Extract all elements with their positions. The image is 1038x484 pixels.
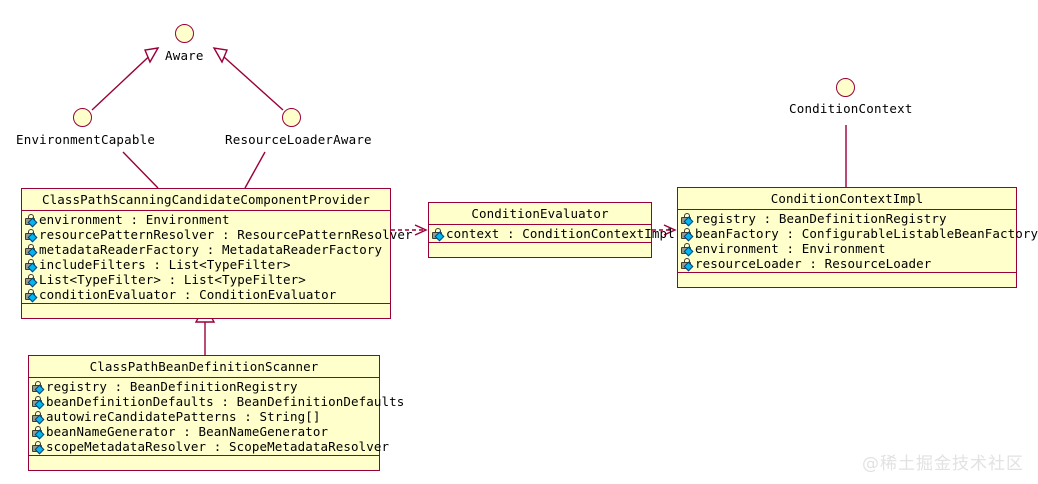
interface-ball-icon: [73, 108, 92, 127]
class-attribute: context : ConditionContextImpl: [429, 226, 675, 242]
interface-label-aware: Aware: [165, 48, 204, 63]
class-attribute: beanDefinitionDefaults : BeanDefinitionD…: [29, 394, 404, 410]
class-attribute: scopeMetadataResolver : ScopeMetadataRes…: [29, 439, 389, 455]
private-field-icon: [31, 395, 45, 410]
class-operations: [22, 304, 390, 318]
private-field-icon: [31, 440, 45, 455]
private-field-icon: [24, 213, 38, 228]
class-box-condition-evaluator[interactable]: ConditionEvaluator context : ConditionCo…: [428, 202, 675, 258]
private-field-icon: [680, 212, 694, 227]
private-field-icon: [31, 425, 45, 440]
private-field-icon: [24, 288, 38, 303]
class-attribute: environment : Environment: [22, 212, 390, 228]
class-title: ConditionEvaluator: [429, 203, 651, 225]
edge-provider-realizes-resource-loader-aware: [244, 151, 266, 189]
private-field-icon: [24, 258, 38, 273]
class-title: ClassPathScanningCandidateComponentProvi…: [22, 189, 390, 211]
class-attribute: beanFactory : ConfigurableListableBeanFa…: [678, 226, 1038, 242]
private-field-icon: [24, 228, 38, 243]
edge-resource-loader-aware-to-aware: [212, 47, 284, 111]
interface-resource-loader-aware[interactable]: ResourceLoaderAware: [225, 108, 372, 147]
class-attribute: resourceLoader : ResourceLoader: [678, 256, 1016, 272]
class-title: ClassPathBeanDefinitionScanner: [29, 356, 379, 378]
private-field-icon: [31, 380, 45, 395]
interface-label-condition-context: ConditionContext: [789, 101, 913, 116]
interface-environment-capable[interactable]: EnvironmentCapable: [16, 108, 155, 147]
class-title: ConditionContextImpl: [678, 188, 1016, 210]
class-attribute: conditionEvaluator : ConditionEvaluator: [22, 287, 390, 303]
class-attribute: List<TypeFilter> : List<TypeFilter>: [22, 272, 390, 288]
class-attributes: registry : BeanDefinitionRegistry beanFa…: [678, 210, 1038, 273]
interface-aware[interactable]: Aware: [165, 24, 203, 63]
class-attribute: includeFilters : List<TypeFilter>: [22, 257, 390, 273]
class-box-condition-context-impl[interactable]: ConditionContextImpl registry : BeanDefi…: [677, 187, 1038, 288]
class-operations: [29, 456, 379, 470]
class-attributes: context : ConditionContextImpl: [429, 225, 675, 243]
private-field-icon: [24, 243, 38, 258]
edge-environment-capable-to-aware: [91, 47, 160, 111]
interface-label-resource-loader-aware: ResourceLoaderAware: [225, 132, 372, 147]
interface-condition-context[interactable]: ConditionContext: [789, 78, 912, 116]
class-attribute: registry : BeanDefinitionRegistry: [29, 379, 379, 395]
class-operations: [678, 273, 1016, 287]
private-field-icon: [24, 273, 38, 288]
edge-provider-realizes-environment-capable: [122, 151, 159, 189]
class-attribute: autowireCandidatePatterns : String[]: [29, 409, 379, 425]
private-field-icon: [680, 257, 694, 272]
private-field-icon: [680, 227, 694, 242]
class-attributes: environment : Environment resourcePatter…: [22, 211, 413, 304]
interface-label-environment-capable: EnvironmentCapable: [16, 132, 156, 147]
class-box-class-path-bean-definition-scanner[interactable]: ClassPathBeanDefinitionScanner registry …: [28, 355, 404, 471]
class-attribute: registry : BeanDefinitionRegistry: [678, 211, 1016, 227]
class-attribute: resourcePatternResolver : ResourcePatter…: [22, 227, 413, 243]
class-attribute: environment : Environment: [678, 241, 1016, 257]
class-operations: [429, 243, 651, 257]
private-field-icon: [431, 227, 445, 242]
interface-ball-icon: [836, 78, 855, 97]
interface-ball-icon: [175, 24, 194, 43]
class-attribute: metadataReaderFactory : MetadataReaderFa…: [22, 242, 390, 258]
class-attribute: beanNameGenerator : BeanNameGenerator: [29, 424, 379, 440]
private-field-icon: [680, 242, 694, 257]
private-field-icon: [31, 410, 45, 425]
class-box-class-path-scanning-candidate-component-provider[interactable]: ClassPathScanningCandidateComponentProvi…: [21, 188, 413, 319]
watermark: @稀土掘金技术社区: [862, 454, 1024, 474]
interface-ball-icon: [282, 108, 301, 127]
class-attributes: registry : BeanDefinitionRegistry beanDe…: [29, 378, 404, 456]
